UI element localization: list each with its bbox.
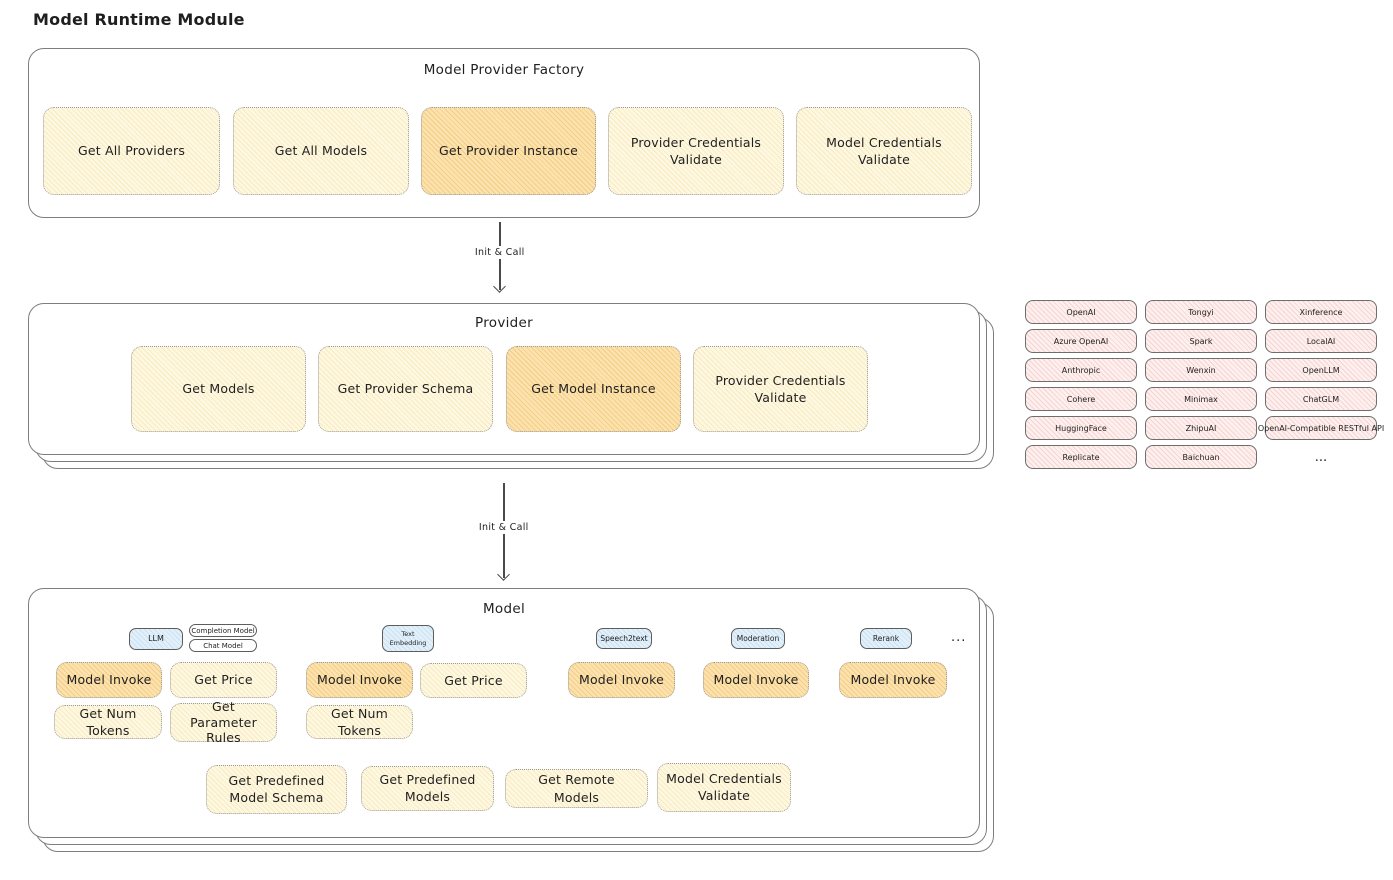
node-label: Get Price (194, 672, 253, 688)
provider-chip-huggingface: HuggingFace (1025, 416, 1137, 440)
arrow-label: Init & Call (474, 521, 533, 534)
node-provider-credentials-validate-2: Provider Credentials Validate (693, 346, 868, 432)
provider-chips-grid: OpenAI Azure OpenAI Anthropic Cohere Hug… (1025, 300, 1384, 469)
provider-chip-baichuan: Baichuan (1145, 445, 1257, 469)
provider-chip-openllm: OpenLLM (1265, 358, 1377, 382)
node-label: Get Provider Instance (438, 143, 579, 159)
node-label: Get Predefined Model Schema (228, 773, 325, 805)
provider-chip-spark: Spark (1145, 329, 1257, 353)
node-get-remote-models: Get Remote Models (505, 769, 648, 808)
model-types-more: ... (951, 630, 967, 645)
node-label: Get Model Instance (531, 381, 656, 397)
provider-chip-replicate: Replicate (1025, 445, 1137, 469)
node-rerank-model-invoke: Model Invoke (839, 662, 947, 698)
model-type-pill-speech2text: Speech2text (596, 628, 652, 649)
node-get-models: Get Models (131, 346, 306, 432)
node-get-provider-schema: Get Provider Schema (318, 346, 493, 432)
provider-chip-chatglm: ChatGLM (1265, 387, 1377, 411)
node-label: Get All Providers (77, 143, 186, 159)
node-get-all-providers: Get All Providers (43, 107, 220, 195)
node-llm-model-invoke: Model Invoke (56, 662, 162, 698)
model-subtype-completion-model: Completion Model (189, 624, 257, 637)
provider-container: Provider Get Models Get Provider Schema … (28, 303, 980, 455)
node-embedding-get-price: Get Price (420, 663, 527, 698)
provider-chip-column: OpenAI Azure OpenAI Anthropic Cohere Hug… (1025, 300, 1137, 469)
factory-title: Model Provider Factory (423, 62, 585, 78)
node-get-provider-instance: Get Provider Instance (421, 107, 596, 195)
arrow-head-icon (493, 280, 506, 293)
arrow-head-icon (497, 568, 510, 581)
node-label: Get All Models (274, 143, 368, 159)
node-label: Get Price (444, 672, 503, 688)
node-model-credentials-validate-2: Model Credentials Validate (657, 763, 791, 812)
node-provider-credentials-validate: Provider Credentials Validate (608, 107, 784, 195)
arrow-provider-to-model: Init & Call (474, 483, 533, 581)
provider-chip-tongyi: Tongyi (1145, 300, 1257, 324)
model-type-pill-rerank: Rerank (860, 628, 912, 649)
node-get-all-models: Get All Models (233, 107, 409, 195)
model-title: Model (482, 601, 526, 617)
node-get-predefined-models: Get Predefined Models (361, 766, 494, 811)
arrow-factory-to-provider: Init & Call (470, 222, 529, 293)
node-embedding-get-num-tokens: Get Num Tokens (306, 705, 413, 739)
node-label: Model Credentials Validate (826, 134, 942, 168)
provider-chips-more: ... (1314, 449, 1328, 465)
node-label: Model Invoke (850, 672, 936, 688)
provider-chip-minimax: Minimax (1145, 387, 1257, 411)
node-label: Get Provider Schema (337, 381, 474, 397)
node-label: Provider Credentials Validate (630, 134, 762, 168)
node-label: Model Invoke (578, 672, 665, 688)
arrow-label: Init & Call (470, 246, 529, 259)
node-label: Get Num Tokens (79, 705, 137, 739)
node-label: Get Models (182, 381, 255, 397)
node-label: Get Num Tokens (330, 705, 389, 739)
provider-chip-localai: LocalAI (1265, 329, 1377, 353)
node-label: Get Remote Models (538, 772, 615, 805)
model-type-pill-llm: LLM (129, 628, 183, 650)
node-label: Provider Credentials Validate (715, 372, 846, 406)
provider-chip-wenxin: Wenxin (1145, 358, 1257, 382)
node-label: Model Invoke (713, 672, 799, 688)
provider-chip-openai: OpenAI (1025, 300, 1137, 324)
node-llm-get-price: Get Price (170, 662, 277, 698)
provider-chip-column: Xinference LocalAI OpenLLM ChatGLM OpenA… (1258, 300, 1384, 469)
diagram-title: Model Runtime Module (33, 10, 245, 29)
node-model-credentials-validate: Model Credentials Validate (796, 107, 972, 195)
node-label: Model Invoke (316, 672, 403, 688)
node-llm-get-parameter-rules: Get Parameter Rules (170, 699, 277, 745)
node-get-model-instance: Get Model Instance (506, 346, 681, 432)
provider-chip-anthropic: Anthropic (1025, 358, 1137, 382)
provider-title: Provider (475, 315, 533, 331)
provider-chip-zhipuai: ZhipuAI (1145, 416, 1257, 440)
provider-chip-xinference: Xinference (1265, 300, 1377, 324)
node-llm-get-num-tokens: Get Num Tokens (54, 705, 162, 739)
provider-chip-column: Tongyi Spark Wenxin Minimax ZhipuAI Baic… (1145, 300, 1257, 469)
node-embedding-model-invoke: Model Invoke (306, 662, 413, 698)
model-type-pill-text-embedding: Text Embedding (382, 625, 434, 652)
provider-chip-azure-openai: Azure OpenAI (1025, 329, 1137, 353)
provider-chip-cohere: Cohere (1025, 387, 1137, 411)
node-label: Get Parameter Rules (190, 699, 257, 746)
node-label: Get Predefined Models (379, 772, 476, 804)
node-label: Model Credentials Validate (666, 771, 782, 803)
node-label: Model Invoke (66, 672, 152, 688)
provider-chip-openai-compatible: OpenAI-Compatible RESTful API (1258, 416, 1384, 440)
node-speech2text-model-invoke: Model Invoke (568, 662, 675, 698)
node-get-predefined-model-schema: Get Predefined Model Schema (206, 765, 347, 814)
model-subtype-chat-model: Chat Model (189, 639, 257, 652)
node-moderation-model-invoke: Model Invoke (703, 662, 809, 698)
model-container: Model LLM Completion Model Chat Model Mo… (28, 588, 980, 838)
factory-container: Model Provider Factory Get All Providers… (28, 48, 980, 218)
model-type-pill-moderation: Moderation (731, 628, 785, 649)
